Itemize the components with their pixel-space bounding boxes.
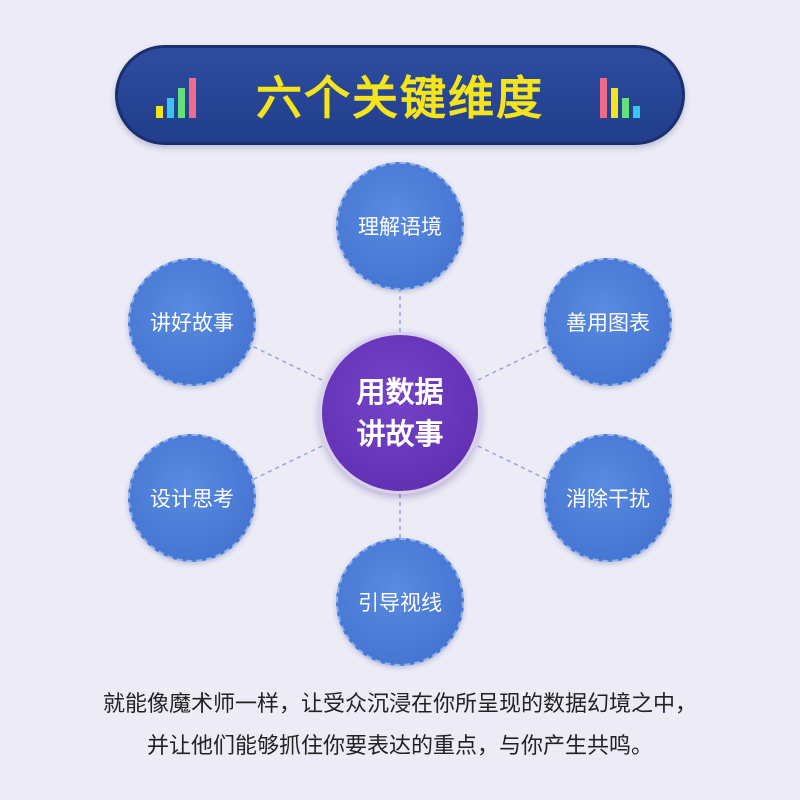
caption-line-2: 并让他们能够抓住你要表达的重点，与你产生共鸣。	[146, 734, 653, 759]
bar-chart-icon-right	[600, 76, 646, 118]
bar-chart-icon-left	[156, 76, 202, 118]
caption-line-1: 就能像魔术师一样，让受众沉浸在你所呈现的数据幻境之中，	[102, 692, 697, 717]
title-banner: 六个关键维度	[115, 45, 685, 145]
bar-4	[633, 106, 640, 118]
connector-bottom-left	[251, 445, 323, 481]
center-node: 用数据 讲故事	[319, 332, 481, 494]
node-tell-story: 讲好故事	[128, 258, 256, 386]
node-label: 设计思考	[150, 487, 234, 511]
node-label: 理解语境	[358, 215, 442, 239]
node-label: 消除干扰	[566, 487, 650, 511]
bar-4	[189, 78, 196, 118]
node-understand-context: 理解语境	[336, 162, 464, 290]
node-design-thinking: 设计思考	[128, 434, 256, 562]
bar-2	[611, 88, 618, 118]
bar-1	[600, 78, 607, 118]
bar-1	[156, 106, 163, 118]
connector-top-left	[251, 345, 323, 381]
node-label: 引导视线	[358, 591, 442, 615]
bar-3	[622, 98, 629, 118]
node-label: 善用图表	[566, 311, 650, 335]
bar-3	[178, 88, 185, 118]
node-use-charts: 善用图表	[544, 258, 672, 386]
node-remove-clutter: 消除干扰	[544, 434, 672, 562]
node-guide-attention: 引导视线	[336, 538, 464, 666]
connector-bottom-right	[477, 445, 549, 481]
center-line-2: 讲故事	[356, 417, 444, 451]
bar-2	[167, 98, 174, 118]
banner-title: 六个关键维度	[256, 71, 544, 125]
center-line-1: 用数据	[356, 375, 444, 409]
connector-top-right	[477, 345, 549, 381]
node-label: 讲好故事	[150, 311, 234, 335]
